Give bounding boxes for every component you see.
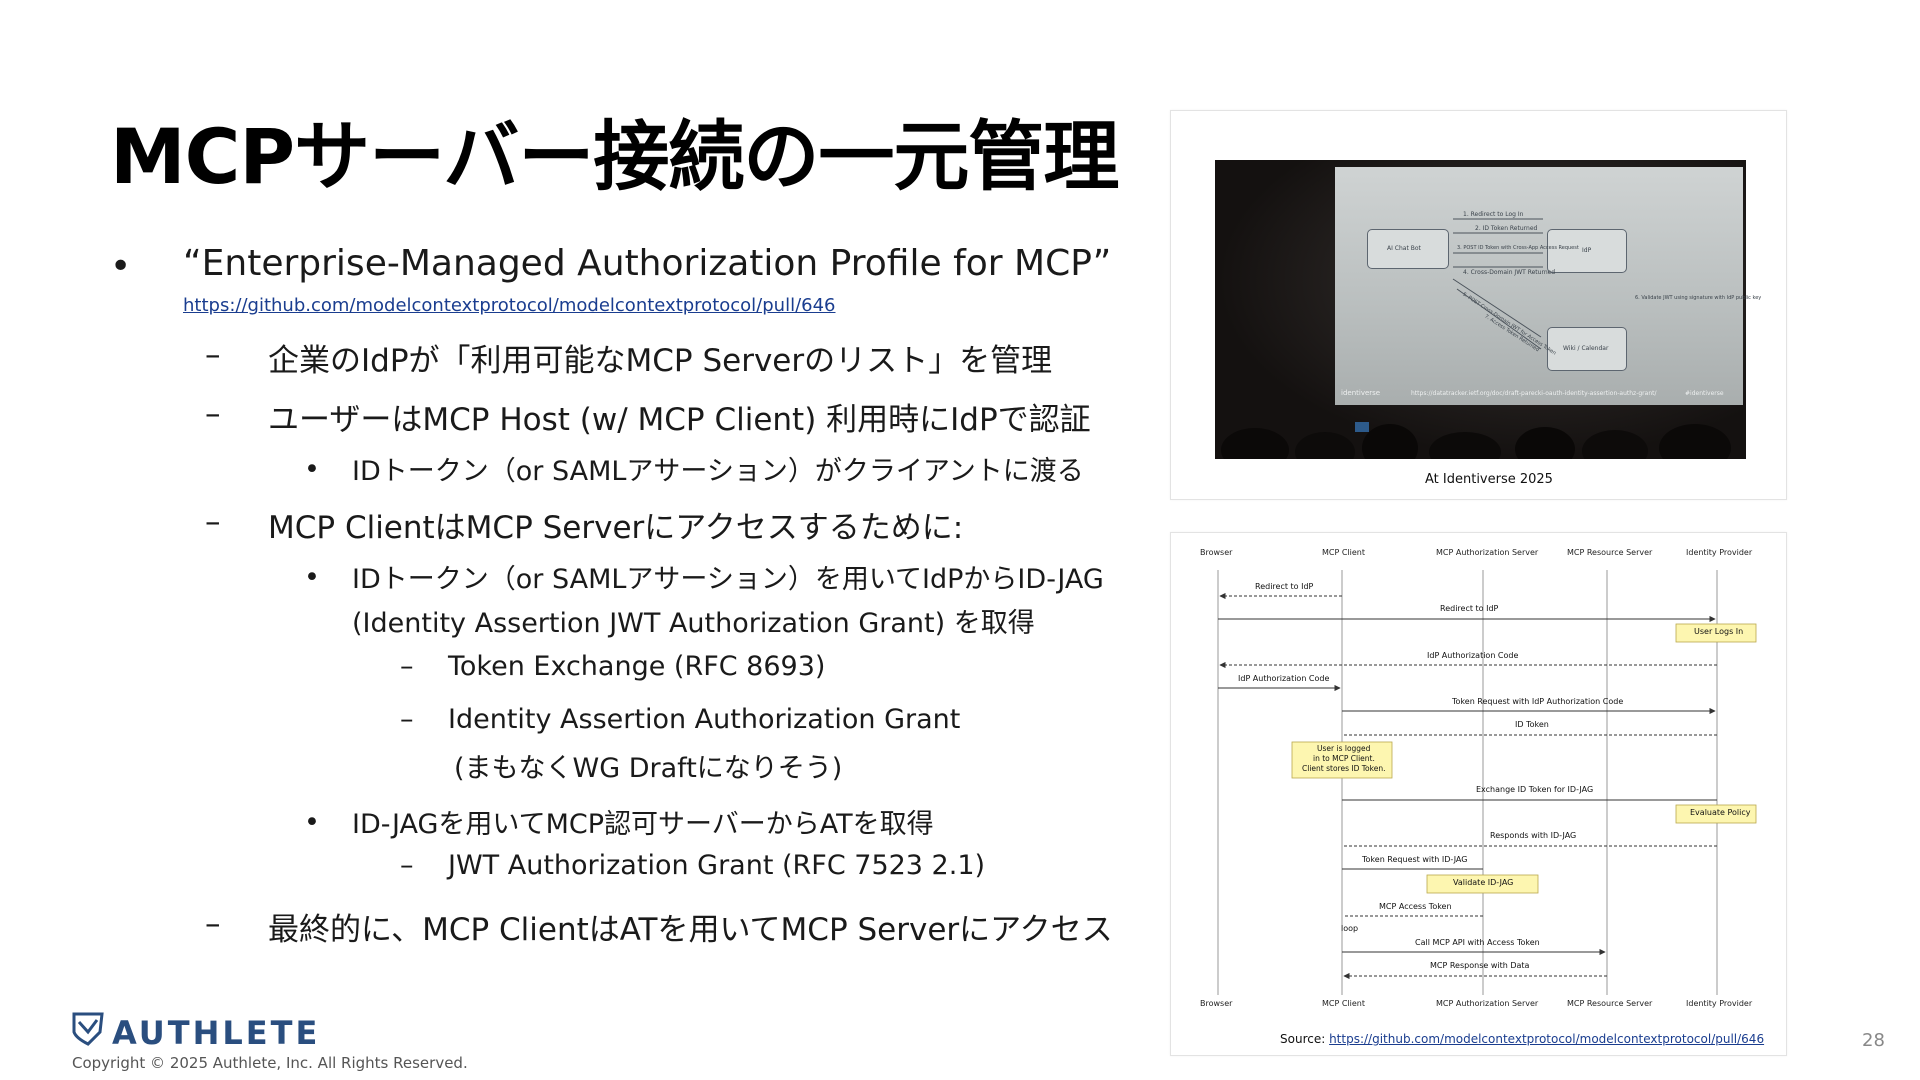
- bullet-list: • “Enterprise-Managed Authorization Prof…: [110, 243, 1113, 948]
- participant-mcp-client-bottom: MCP Client: [1322, 999, 1366, 1008]
- pull-request-link[interactable]: https://github.com/modelcontextprotocol/…: [183, 295, 836, 316]
- screen-brand: identiverse: [1341, 389, 1381, 397]
- participant-browser-bottom: Browser: [1200, 999, 1233, 1008]
- bullet-enterprise-profile: “Enterprise-Managed Authorization Profil…: [183, 243, 1112, 284]
- bullet-marker: •: [110, 246, 132, 287]
- note-user-logged-2: in to MCP Client.: [1313, 754, 1375, 763]
- screen-step2: 2. ID Token Returned: [1475, 225, 1538, 232]
- bullet-token-exchange: Token Exchange (RFC 8693): [448, 651, 826, 682]
- copyright: Copyright © 2025 Authlete, Inc. All Righ…: [72, 1054, 468, 1072]
- screen-url: https://datatracker.ietf.org/doc/draft-p…: [1411, 390, 1657, 397]
- participant-auth-server-top: MCP Authorization Server: [1436, 548, 1539, 557]
- dash-marker: –: [400, 850, 414, 881]
- bullet-idp-manages-list: 企業のIdPが「利用可能なMCP Serverのリスト」を管理: [268, 343, 1053, 379]
- bullet-marker: •: [304, 562, 320, 593]
- bullet-marker: •: [304, 454, 320, 485]
- msg-idp-auth-code-1: IdP Authorization Code: [1427, 651, 1519, 660]
- bullet-identity-assertion-grant: Identity Assertion Authorization Grant: [448, 704, 961, 735]
- bullet-jwt-grant: JWT Authorization Grant (RFC 7523 2.1): [448, 850, 986, 881]
- bullet-finally-access: 最終的に、MCP ClientはATを用いてMCP Serverにアクセス: [268, 912, 1113, 948]
- screen-step3: 3. POST ID Token with Cross-App Access R…: [1457, 245, 1579, 251]
- audience-silhouettes: [1221, 422, 1731, 459]
- participant-resource-server-top: MCP Resource Server: [1567, 548, 1653, 557]
- bullet-get-idjag: IDトークン（or SAMLアサーション）を用いてIdPからID-JAG: [352, 564, 1104, 595]
- photo-caption: At Identiverse 2025: [1425, 472, 1553, 487]
- bullet-user-authenticates: ユーザーはMCP Host (w/ MCP Client) 利用時にIdPで認証: [268, 402, 1091, 438]
- screen-label-idp: IdP: [1582, 247, 1592, 254]
- dash-marker: –: [205, 337, 221, 373]
- screen-step4: 4. Cross-Domain JWT Returned: [1463, 269, 1556, 276]
- msg-redirect-to-idp-2: Redirect to IdP: [1440, 604, 1499, 613]
- screen-step6: 6. Validate JWT using signature with IdP…: [1635, 295, 1762, 301]
- loop-label: loop: [1341, 924, 1359, 933]
- note-user-logged-3: Client stores ID Token.: [1302, 764, 1386, 773]
- screen-hashtag: #identiverse: [1685, 390, 1724, 397]
- msg-id-token: ID Token: [1515, 720, 1549, 729]
- msg-mcp-access-token: MCP Access Token: [1379, 902, 1452, 911]
- participant-mcp-client-top: MCP Client: [1322, 548, 1366, 557]
- participant-browser-top: Browser: [1200, 548, 1233, 557]
- screen-box-ai: [1367, 229, 1449, 269]
- msg-idp-auth-code-2: IdP Authorization Code: [1238, 674, 1330, 683]
- note-user-logged-1: User is logged: [1317, 744, 1371, 753]
- projector-screen: AI Chat Bot IdP Wiki / Calendar 1. Redir…: [1335, 167, 1761, 405]
- bullet-get-at: ID-JAGを用いてMCP認可サーバーからATを取得: [352, 809, 934, 840]
- msg-token-request-idjag: Token Request with ID-JAG: [1362, 855, 1468, 864]
- screen-step1: 1. Redirect to Log In: [1463, 211, 1524, 218]
- dash-marker: –: [205, 396, 221, 432]
- msg-exchange-id-token: Exchange ID Token for ID-JAG: [1476, 785, 1594, 794]
- msg-mcp-response: MCP Response with Data: [1430, 961, 1530, 970]
- bullet-marker: •: [304, 807, 320, 838]
- screen-arrows: [1452, 218, 1543, 350]
- msg-redirect-to-idp-1: Redirect to IdP: [1255, 582, 1314, 591]
- authlete-logo-icon: [72, 1012, 104, 1046]
- dash-marker: –: [400, 651, 414, 682]
- msg-token-request-auth-code: Token Request with IdP Authorization Cod…: [1452, 697, 1624, 706]
- page-number: 28: [1862, 1030, 1885, 1051]
- screen-box-idp: [1547, 229, 1627, 273]
- note-evaluate-policy: Evaluate Policy: [1690, 808, 1751, 817]
- bullet-client-access: MCP ClientはMCP Serverにアクセスするために:: [268, 510, 964, 546]
- participant-idp-top: Identity Provider: [1686, 548, 1753, 557]
- note-user-logs-in: User Logs In: [1694, 627, 1744, 636]
- msg-responds-idjag: Responds with ID-JAG: [1490, 831, 1577, 840]
- bullet-wg-draft-note: (まもなくWG Draftになりそう): [454, 753, 843, 784]
- bullet-get-idjag-cont: (Identity Assertion JWT Authorization Gr…: [352, 608, 1035, 639]
- authlete-logo-text: AUTHLETE: [112, 1014, 321, 1052]
- screen-box-wiki: [1547, 327, 1627, 371]
- participant-auth-server-bottom: MCP Authorization Server: [1436, 999, 1539, 1008]
- diagram-source: Source: https://github.com/modelcontextp…: [1280, 1032, 1764, 1046]
- source-label: Source:: [1280, 1032, 1330, 1046]
- source-link[interactable]: https://github.com/modelcontextprotocol/…: [1329, 1032, 1765, 1046]
- participant-resource-server-bottom: MCP Resource Server: [1567, 999, 1653, 1008]
- dash-marker: –: [400, 704, 414, 735]
- dash-marker: –: [205, 906, 221, 942]
- slide-title: MCPサーバー接続の一元管理: [110, 112, 1119, 201]
- screen-label-ai: AI Chat Bot: [1387, 245, 1421, 252]
- msg-call-mcp-api: Call MCP API with Access Token: [1415, 938, 1540, 947]
- participant-idp-bottom: Identity Provider: [1686, 999, 1753, 1008]
- bullet-id-token-passed: IDトークン（or SAMLアサーション）がクライアントに渡る: [352, 456, 1084, 487]
- dash-marker: –: [205, 504, 221, 540]
- note-validate-idjag: Validate ID-JAG: [1453, 878, 1514, 887]
- screen-label-wiki: Wiki / Calendar: [1563, 345, 1609, 352]
